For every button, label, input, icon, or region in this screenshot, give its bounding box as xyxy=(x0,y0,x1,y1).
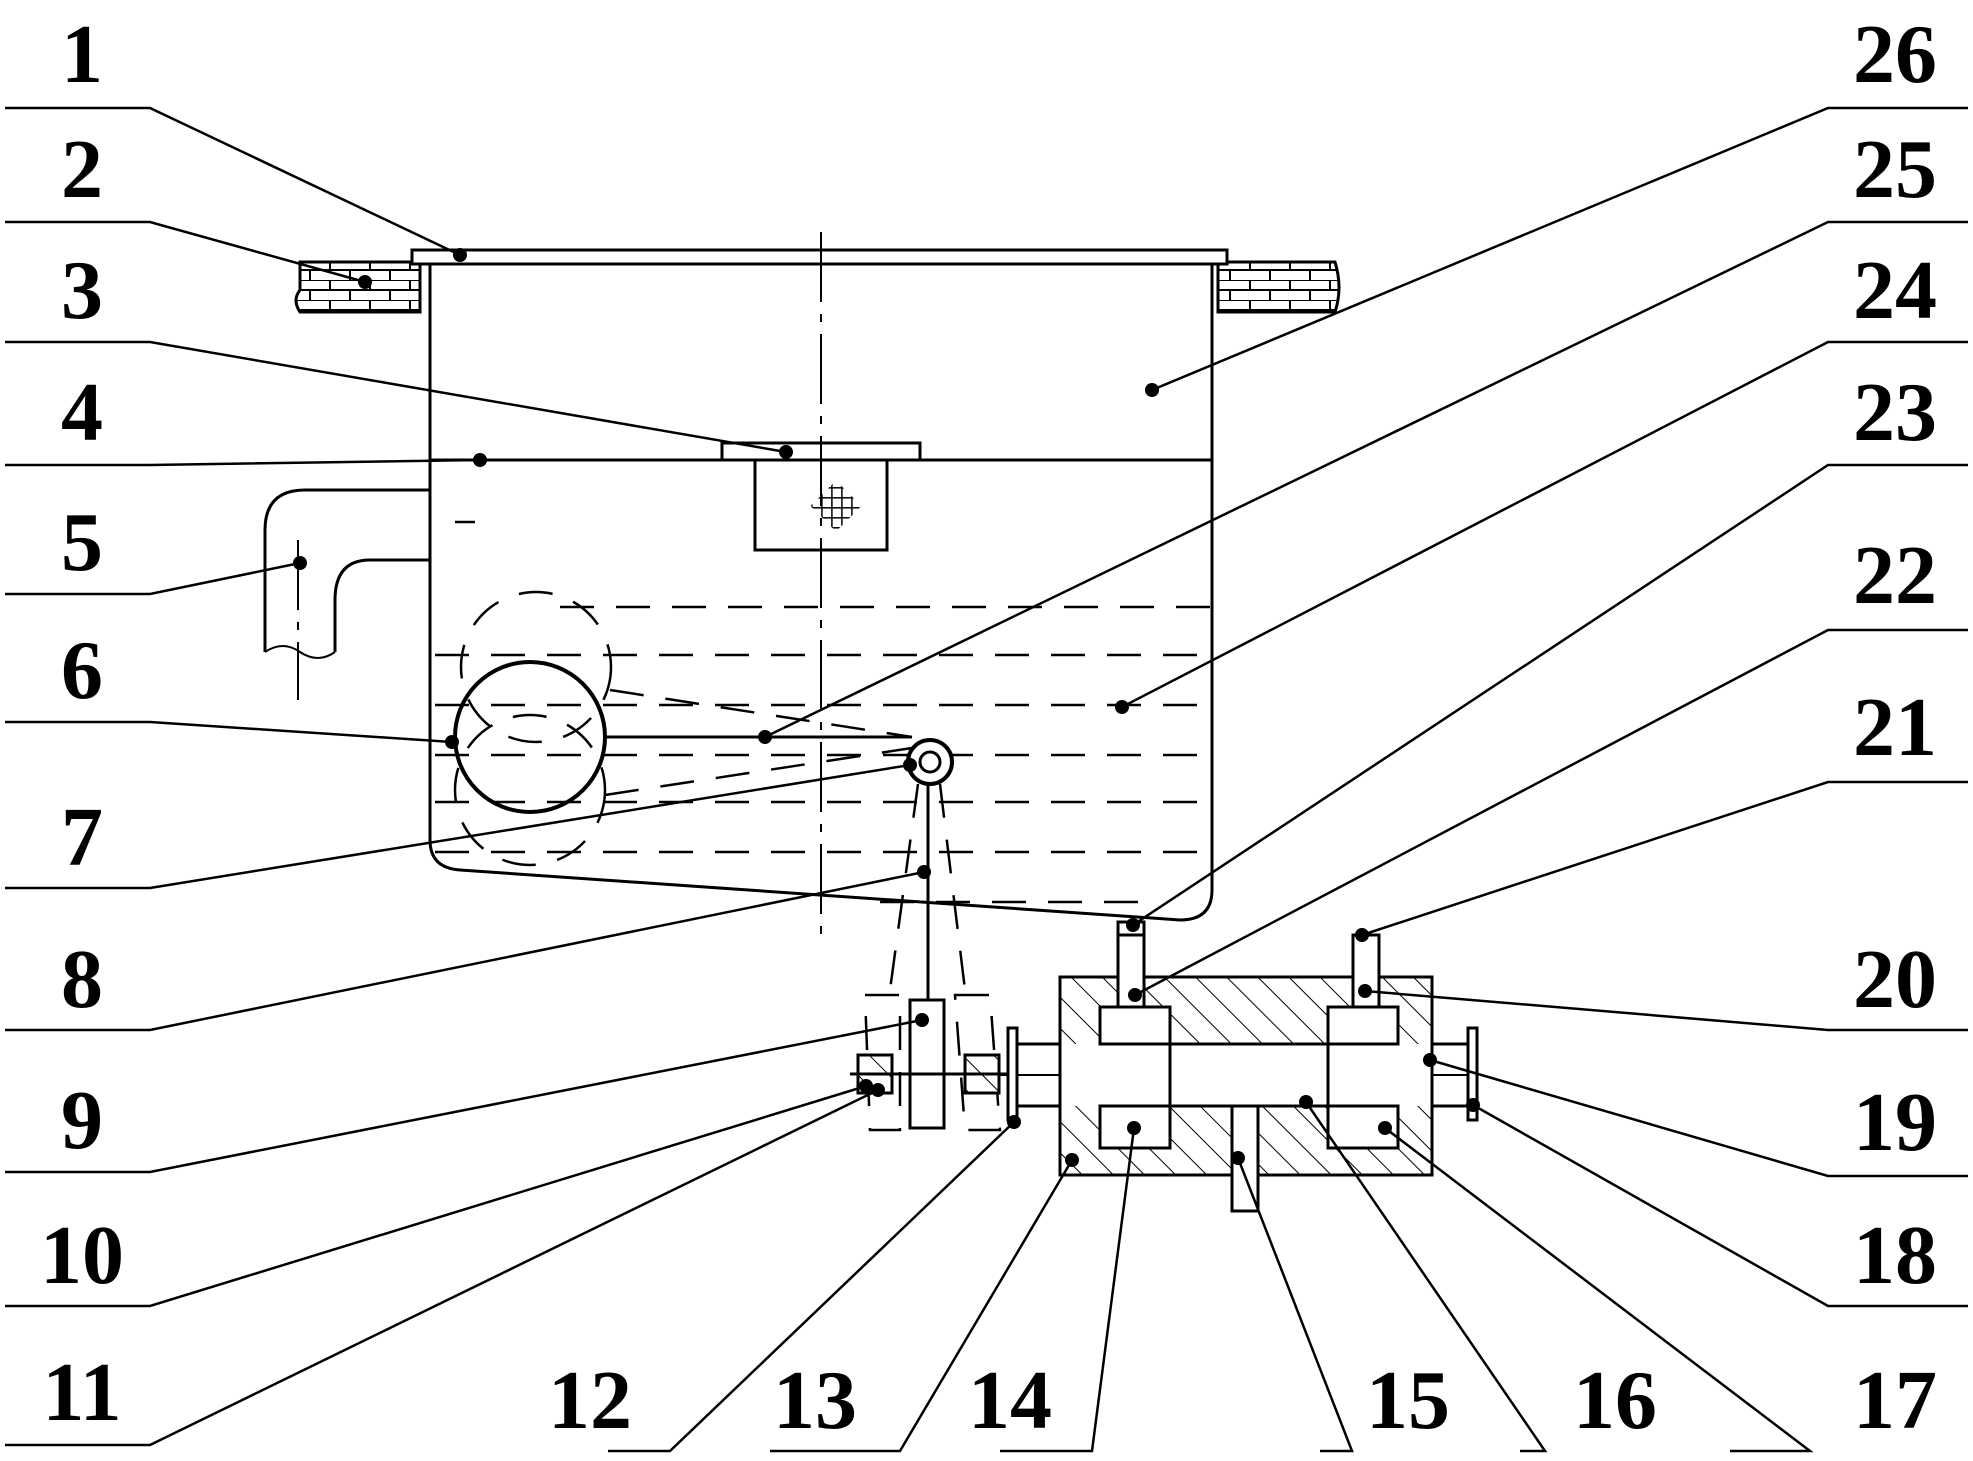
overflow-pipe xyxy=(263,488,430,652)
label-16: 16 xyxy=(1573,1354,1657,1447)
label-26: 26 xyxy=(1853,8,1937,101)
tank xyxy=(263,232,1341,1006)
label-6: 6 xyxy=(61,624,103,717)
labels-bottom: 12 13 14 15 16 17 xyxy=(548,1354,1937,1447)
float-ball-upper xyxy=(459,590,613,744)
label-19: 19 xyxy=(1853,1076,1937,1169)
overflow-pipe-break xyxy=(264,645,336,659)
label-17: 17 xyxy=(1853,1354,1937,1447)
label-2: 2 xyxy=(61,123,103,216)
label-14: 14 xyxy=(968,1354,1052,1447)
label-5: 5 xyxy=(61,496,103,589)
valve-assembly xyxy=(850,933,1490,1213)
washer-left xyxy=(1006,1026,1019,1122)
label-22: 22 xyxy=(1853,529,1937,622)
floor-slab-left xyxy=(294,260,422,314)
leader-lines xyxy=(5,106,1968,1453)
label-9: 9 xyxy=(61,1074,103,1167)
chamber-right-bottom xyxy=(1326,1104,1400,1150)
filter-mesh xyxy=(810,480,862,532)
leader-dots xyxy=(293,248,1480,1167)
label-3: 3 xyxy=(61,244,103,337)
label-15: 15 xyxy=(1366,1354,1450,1447)
float-ball-lower xyxy=(453,713,607,867)
label-13: 13 xyxy=(773,1354,857,1447)
tank-cover xyxy=(410,248,1229,266)
labels-left: 1 2 3 4 5 6 7 8 9 10 11 xyxy=(40,8,124,1439)
label-23: 23 xyxy=(1853,366,1937,459)
label-20: 20 xyxy=(1853,933,1937,1026)
label-11: 11 xyxy=(42,1346,121,1439)
labels-right: 26 25 24 23 22 21 20 19 18 xyxy=(1853,8,1937,1302)
chamber-right-top xyxy=(1326,1005,1400,1046)
label-25: 25 xyxy=(1853,123,1937,216)
label-10: 10 xyxy=(40,1209,124,1302)
label-1: 1 xyxy=(61,8,103,101)
chamber-left-top xyxy=(1098,1005,1172,1046)
label-24: 24 xyxy=(1853,244,1937,337)
label-12: 12 xyxy=(548,1354,632,1447)
label-18: 18 xyxy=(1853,1209,1937,1302)
label-4: 4 xyxy=(61,366,103,459)
label-8: 8 xyxy=(61,933,103,1026)
floor-slab-right xyxy=(1216,260,1341,314)
label-7: 7 xyxy=(61,791,103,884)
label-21: 21 xyxy=(1853,681,1937,774)
